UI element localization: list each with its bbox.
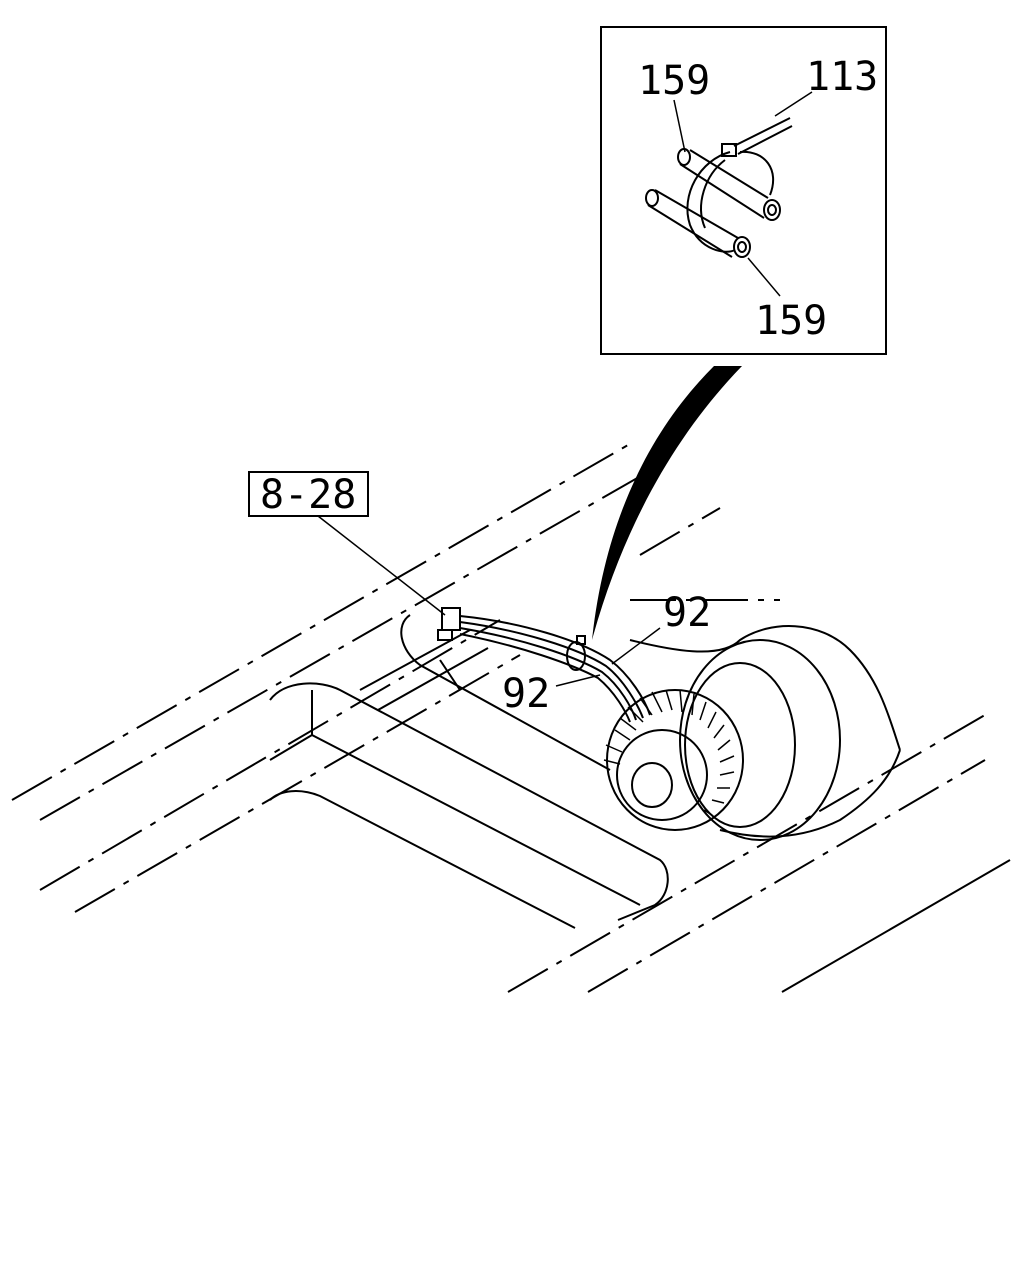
callout-clip-upper: 159 — [638, 58, 710, 104]
reference-box: 8-28 — [248, 471, 446, 616]
tone-ring — [606, 689, 744, 831]
chassis-lines — [11, 444, 1011, 993]
hub-flange — [616, 729, 708, 821]
tone-ring-teeth — [603, 689, 735, 816]
callout-band: 113 — [806, 54, 878, 100]
callout-hose-lower: 92 — [502, 671, 550, 717]
connector-body — [441, 607, 461, 631]
sensor-connector — [437, 607, 461, 641]
reference-box-label: 8-28 — [260, 472, 356, 518]
wheel-hub — [603, 625, 901, 841]
drum-outer — [679, 639, 841, 841]
hose-clip-tab — [576, 635, 586, 645]
tube-lower — [645, 189, 751, 258]
connector-tab — [437, 629, 453, 641]
hose-bundle — [459, 615, 651, 723]
detail-inset: 159 113 159 — [592, 26, 887, 640]
leader-hose-lower — [555, 674, 601, 687]
frame-rail — [269, 614, 669, 929]
reference-box-frame — [248, 471, 369, 517]
leader-reference — [317, 515, 446, 616]
band-clamp — [686, 117, 793, 253]
hub-center — [631, 762, 673, 808]
callout-clip-lower: 159 — [755, 298, 827, 344]
detail-inset-frame — [600, 26, 887, 355]
callout-hose-upper: 92 — [663, 590, 711, 636]
drum-inner — [684, 662, 796, 828]
leader-band — [774, 91, 813, 117]
leader-hose-upper — [611, 627, 661, 665]
leader-clip-upper — [673, 99, 686, 153]
leader-clip-lower — [747, 257, 781, 297]
